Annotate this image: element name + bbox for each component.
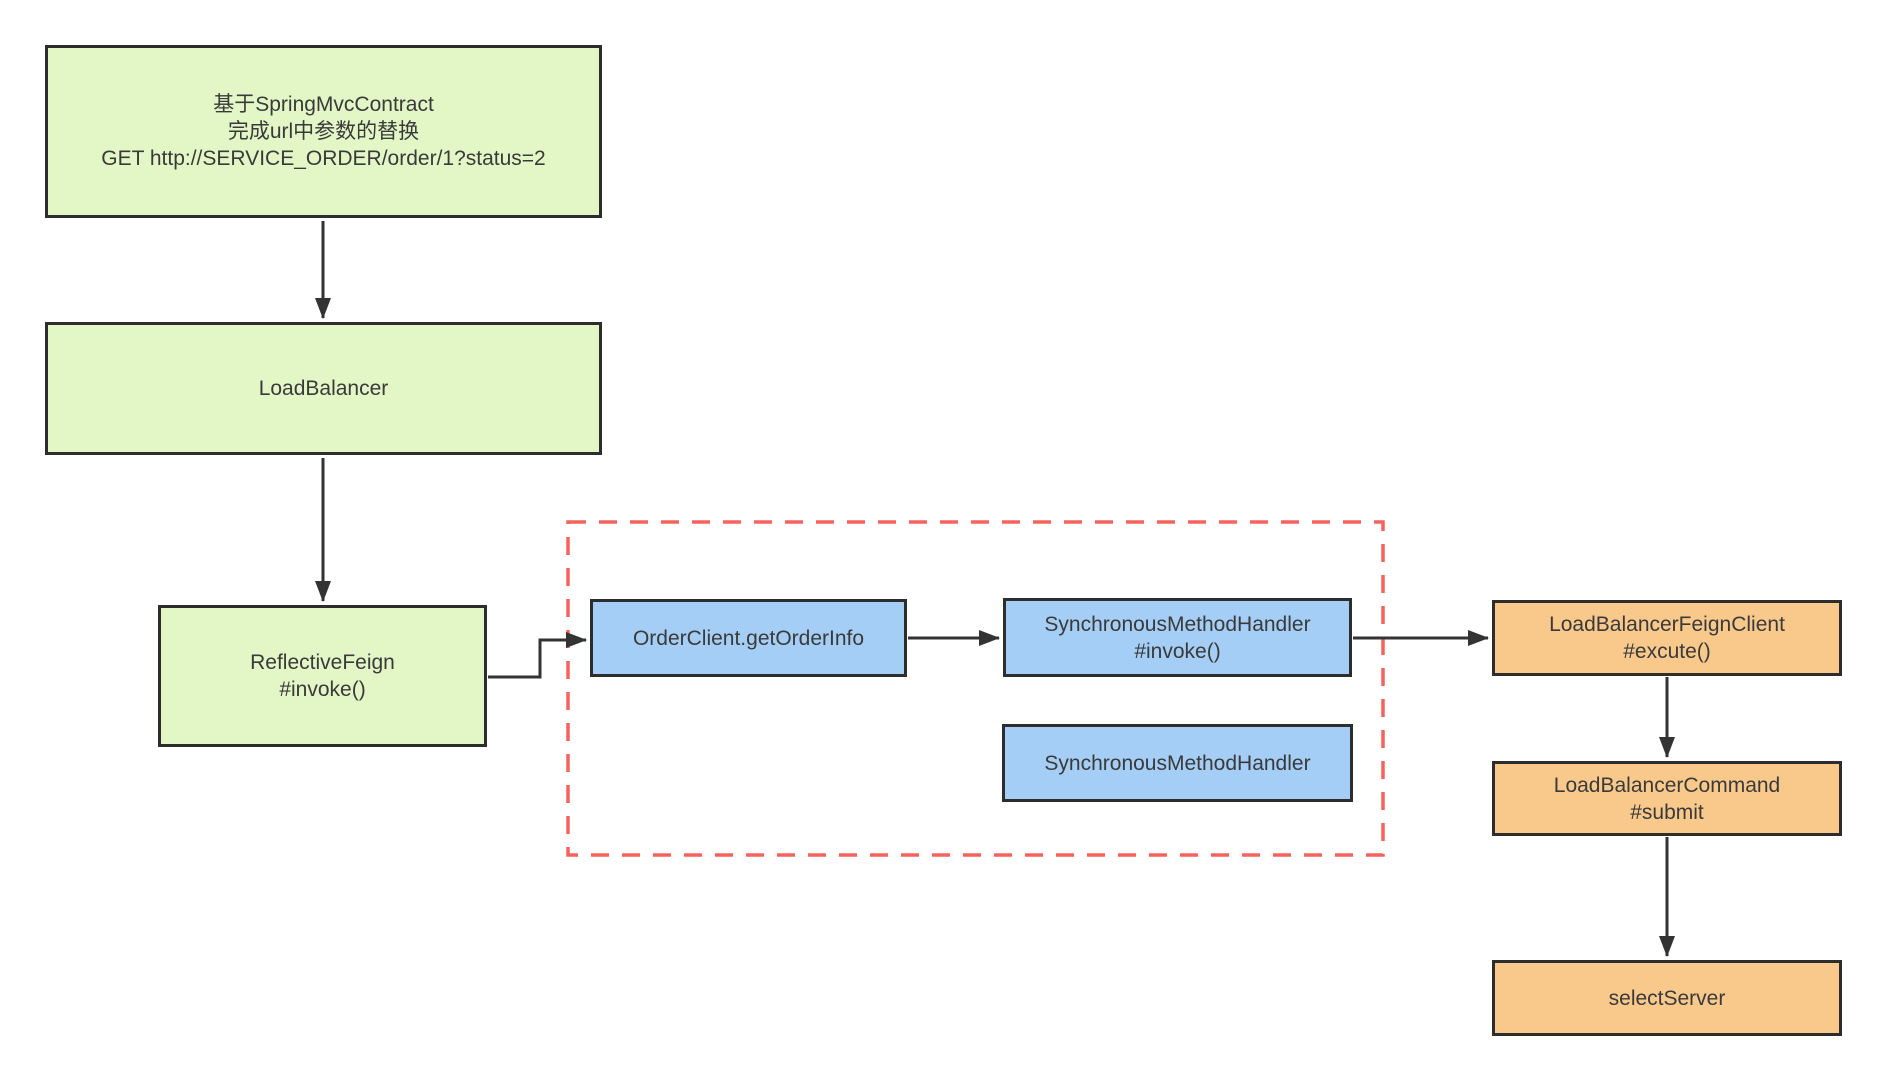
node-order-client: OrderClient.getOrderInfo xyxy=(590,599,907,677)
node-reflective-feign: ReflectiveFeign #invoke() xyxy=(158,605,487,747)
node-label-line: 完成url中参数的替换 xyxy=(227,120,420,143)
node-select-server: selectServer xyxy=(1492,960,1842,1036)
feign-internal-group-outline xyxy=(566,520,1385,857)
arrow-reflectivefeign-to-orderclient xyxy=(488,632,587,679)
node-label-line: GET http://SERVICE_ORDER/order/1?status=… xyxy=(101,147,546,170)
node-sync-method-handler: SynchronousMethodHandler xyxy=(1002,724,1353,802)
node-label-line: LoadBalancerFeignClient xyxy=(1549,613,1785,636)
node-label: selectServer xyxy=(1608,986,1726,1010)
node-label-line: ReflectiveFeign xyxy=(250,651,395,674)
node-label-line: 基于SpringMvcContract xyxy=(213,93,434,116)
node-label: SynchronousMethodHandler xyxy=(1044,751,1311,775)
node-label-line: #excute() xyxy=(1623,640,1711,663)
node-lb-feign-client: LoadBalancerFeignClient #excute() xyxy=(1492,600,1842,676)
node-lb-command: LoadBalancerCommand #submit xyxy=(1492,761,1842,836)
node-label: LoadBalancer xyxy=(258,377,389,400)
node-label-line: SynchronousMethodHandler xyxy=(1044,612,1311,636)
node-label-line: LoadBalancerCommand xyxy=(1553,773,1781,797)
node-label-line: #invoke() xyxy=(279,678,366,701)
node-spring-mvc-contract-note: 基于SpringMvcContract 完成url中参数的替换 GET http… xyxy=(45,45,602,218)
node-label-line: #invoke() xyxy=(1134,639,1221,663)
node-sync-method-handler-invoke: SynchronousMethodHandler #invoke() xyxy=(1003,598,1352,677)
node-load-balancer: LoadBalancer xyxy=(45,322,602,455)
node-label: OrderClient.getOrderInfo xyxy=(632,626,865,650)
node-label-line: #submit xyxy=(1630,800,1704,824)
